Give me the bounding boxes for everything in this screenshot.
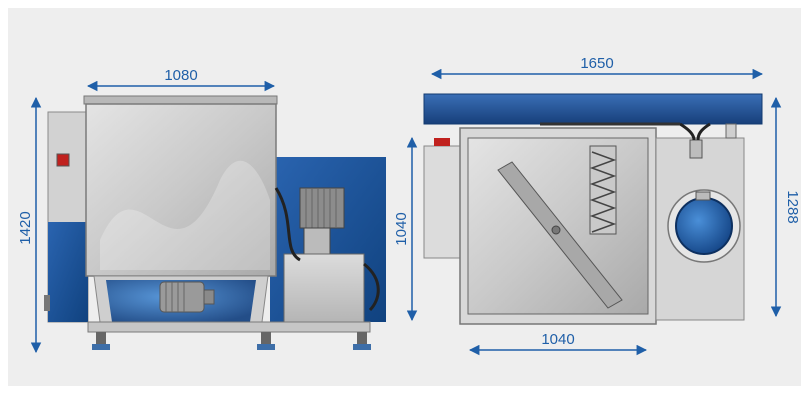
- drive-motor-icon: [159, 281, 215, 313]
- top-view: [423, 93, 763, 325]
- top-beam: [423, 93, 763, 125]
- diagonal-blade: [497, 161, 623, 309]
- hydraulic-unit-icon: [274, 187, 380, 325]
- front-view: [44, 95, 386, 350]
- base-frame: [87, 321, 371, 333]
- stop-button-icon: [434, 138, 450, 146]
- left-cabinet-blue: [48, 222, 88, 322]
- front-height-label: 1420: [17, 211, 34, 244]
- leveling-feet: [92, 332, 371, 350]
- overall-width-label: 1650: [580, 55, 613, 72]
- hopper-top-rim: [83, 95, 278, 105]
- screw-conveyor-icon: [589, 145, 617, 235]
- side-width-label: 1040: [541, 331, 574, 348]
- side-depth-label: 1040: [393, 212, 410, 245]
- side-height-label: 1288: [784, 190, 801, 223]
- control-box: [423, 145, 461, 259]
- emergency-stop-icon: [56, 153, 70, 167]
- drive-hub-icon: [675, 197, 733, 255]
- side-latch: [44, 295, 50, 311]
- front-width-label: 1080: [164, 67, 197, 84]
